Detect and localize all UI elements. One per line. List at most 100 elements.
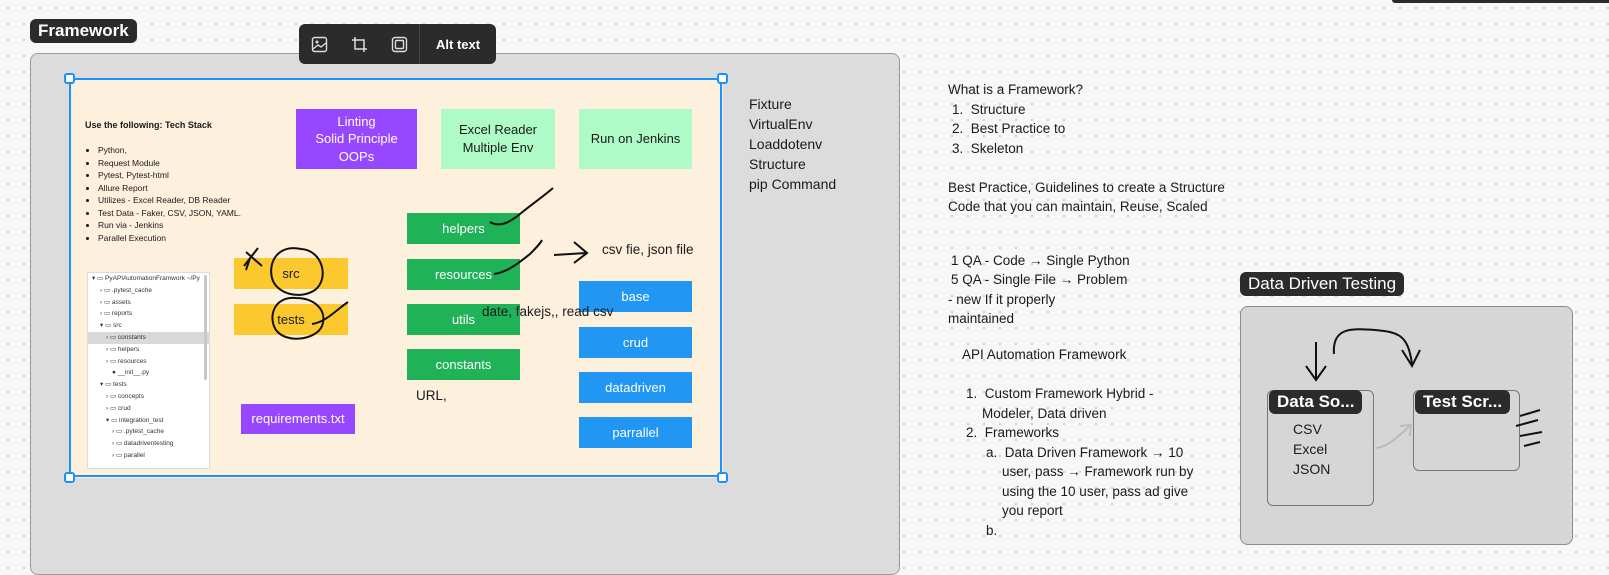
notes-list-item: user, pass → Framework run by xyxy=(1002,464,1194,479)
data-source-item: JSON xyxy=(1293,461,1331,477)
alt-text-button[interactable]: Alt text xyxy=(419,24,496,64)
tree-item: › ▭ helpers xyxy=(106,345,140,353)
utils-box: utils xyxy=(407,304,520,335)
multiple-env-label: Multiple Env xyxy=(462,140,534,155)
tests-circle-stroke xyxy=(271,296,325,340)
frame-button[interactable] xyxy=(379,24,419,64)
utils-label: utils xyxy=(451,311,476,327)
tech-stack-item: Pytest, Pytest-html xyxy=(98,169,248,182)
crud-box: crud xyxy=(579,327,692,358)
notes-list-item: 2. Best Practice to xyxy=(952,121,1066,136)
tree-root: ▾ ▭ PyAPIAutomationFramwork ~/Py xyxy=(92,275,200,282)
crop-button[interactable] xyxy=(339,24,379,64)
url-note: URL, xyxy=(416,388,447,403)
oops-label: OOPs xyxy=(338,148,375,164)
loop-arrow-head xyxy=(1401,349,1421,369)
tests-box: tests xyxy=(234,304,348,335)
helpers-box: helpers xyxy=(407,213,520,244)
tech-stack-item: Python, xyxy=(98,144,248,157)
tree-item: › ▭ concepts xyxy=(106,392,144,400)
tree-item: ▾ ▭ src xyxy=(100,322,122,330)
tree-item: › ▭ resources xyxy=(106,357,147,365)
requirements-label: requirements.txt xyxy=(251,411,345,427)
crud-label: crud xyxy=(622,334,649,350)
tree-item: › ▭ assets xyxy=(100,298,131,306)
notes-heading: API Automation Framework xyxy=(962,346,1127,362)
framework-notes[interactable]: What is a Framework? 1. Structure 2. Bes… xyxy=(948,80,1248,540)
offscreen-panel-edge xyxy=(1392,0,1609,3)
tech-stack-item: Parallel Execution xyxy=(98,232,248,245)
image-icon xyxy=(311,36,327,52)
src-circle-stroke xyxy=(270,247,324,296)
notes-question: What is a Framework? xyxy=(948,82,1084,97)
tech-stack-item: Utilizes - Excel Reader, DB Reader xyxy=(98,194,248,207)
test-script-title: Test Scr... xyxy=(1415,390,1511,414)
csv-json-note: csv fie, json file xyxy=(602,242,694,257)
tree-scrollbar[interactable] xyxy=(204,275,207,380)
resize-handle-bottom-right[interactable] xyxy=(717,472,728,483)
tree-item: ● __init__.py xyxy=(112,369,150,377)
notes-list-item: 3. Skeleton xyxy=(952,140,1024,156)
datadriven-box: datadriven xyxy=(579,372,692,403)
constants-box: constants xyxy=(407,349,520,380)
base-label: base xyxy=(621,288,650,304)
solid-label: Solid Principle xyxy=(315,131,398,147)
resize-handle-bottom-left[interactable] xyxy=(64,472,75,483)
frame-icon xyxy=(391,36,407,52)
replace-image-button[interactable] xyxy=(299,24,339,64)
framework-side-list: Fixture VirtualEnv Loaddotenv Structure … xyxy=(749,94,836,194)
notes-line: Code that you can maintain, Reuse, Scale… xyxy=(948,199,1208,214)
data-source-item: CSV xyxy=(1293,421,1322,437)
selection-border xyxy=(69,78,722,477)
parrallel-box: parrallel xyxy=(579,417,692,448)
resources-label: resources xyxy=(434,266,493,282)
x-mark-stroke xyxy=(243,247,263,271)
data-driven-section-label[interactable]: Data Driven Testing xyxy=(1240,272,1405,296)
tree-item: › ▭ .pytest_cache xyxy=(100,286,153,294)
crop-icon xyxy=(351,36,367,52)
tech-stack-item: Request Module xyxy=(98,157,248,170)
tech-stack-list: Python, Request Module Pytest, Pytest-ht… xyxy=(86,144,248,244)
notes-list-item: 1. Custom Framework Hybrid - xyxy=(966,386,1154,401)
datadriven-label: datadriven xyxy=(605,379,666,395)
data-source-item: Excel xyxy=(1293,441,1328,457)
tech-stack-title: Use the following: Tech Stack xyxy=(85,120,212,130)
run-on-jenkins-box: Run on Jenkins xyxy=(579,109,692,169)
tree-item: ▾ ▭ tests xyxy=(100,381,127,389)
notes-list-item: you report xyxy=(1002,503,1063,518)
right-arrow-stroke xyxy=(553,241,589,264)
notes-list-item: a. Data Driven Framework → 10 xyxy=(986,444,1184,460)
tree-item: ▾ ▭ integration_test xyxy=(106,416,164,424)
requirements-box: requirements.txt xyxy=(241,404,355,434)
data-driven-annotations xyxy=(1305,328,1543,449)
framework-section-label[interactable]: Framework xyxy=(30,19,137,43)
down-arrow-stroke xyxy=(1305,342,1327,382)
helpers-label: helpers xyxy=(442,220,485,236)
tests-squiggle-stroke xyxy=(311,301,349,325)
tree-item: › ▭ reports xyxy=(100,310,133,318)
constants-label: constants xyxy=(435,356,492,372)
linting-label: Linting xyxy=(337,113,376,129)
tech-stack-item: Test Data - Faker, CSV, JSON, YAML. xyxy=(98,207,248,220)
tech-stack-item: Allure Report xyxy=(98,182,248,195)
resize-handle-top-right[interactable] xyxy=(717,73,728,84)
notes-line: 5 QA - Single File → Problem xyxy=(951,272,1128,287)
tree-item: › ▭ crud xyxy=(106,404,131,412)
notes-line: - new If it properly xyxy=(948,291,1056,307)
resize-handle-top-left[interactable] xyxy=(64,73,75,84)
notes-line: maintained xyxy=(948,311,1015,326)
side-item: Loaddotenv xyxy=(749,136,823,152)
date-fakejs-note: date, fakejs,, read csv xyxy=(482,304,614,319)
notes-list-item: 2. Frameworks xyxy=(966,425,1060,440)
helpers-check-stroke xyxy=(489,187,554,226)
src-box: src xyxy=(234,258,348,289)
tree-item: › ▭ .pytest_cache xyxy=(112,428,165,436)
parrallel-label: parrallel xyxy=(612,424,659,440)
run-on-jenkins-label: Run on Jenkins xyxy=(590,131,681,147)
excel-reader-box: Excel Reader Multiple Env xyxy=(441,109,555,169)
notes-list-item: Modeler, Data driven xyxy=(982,405,1107,421)
linting-box: Linting Solid Principle OOPs xyxy=(296,109,417,169)
side-item: pip Command xyxy=(749,176,837,192)
base-box: base xyxy=(579,281,692,312)
src-label: src xyxy=(282,265,300,281)
